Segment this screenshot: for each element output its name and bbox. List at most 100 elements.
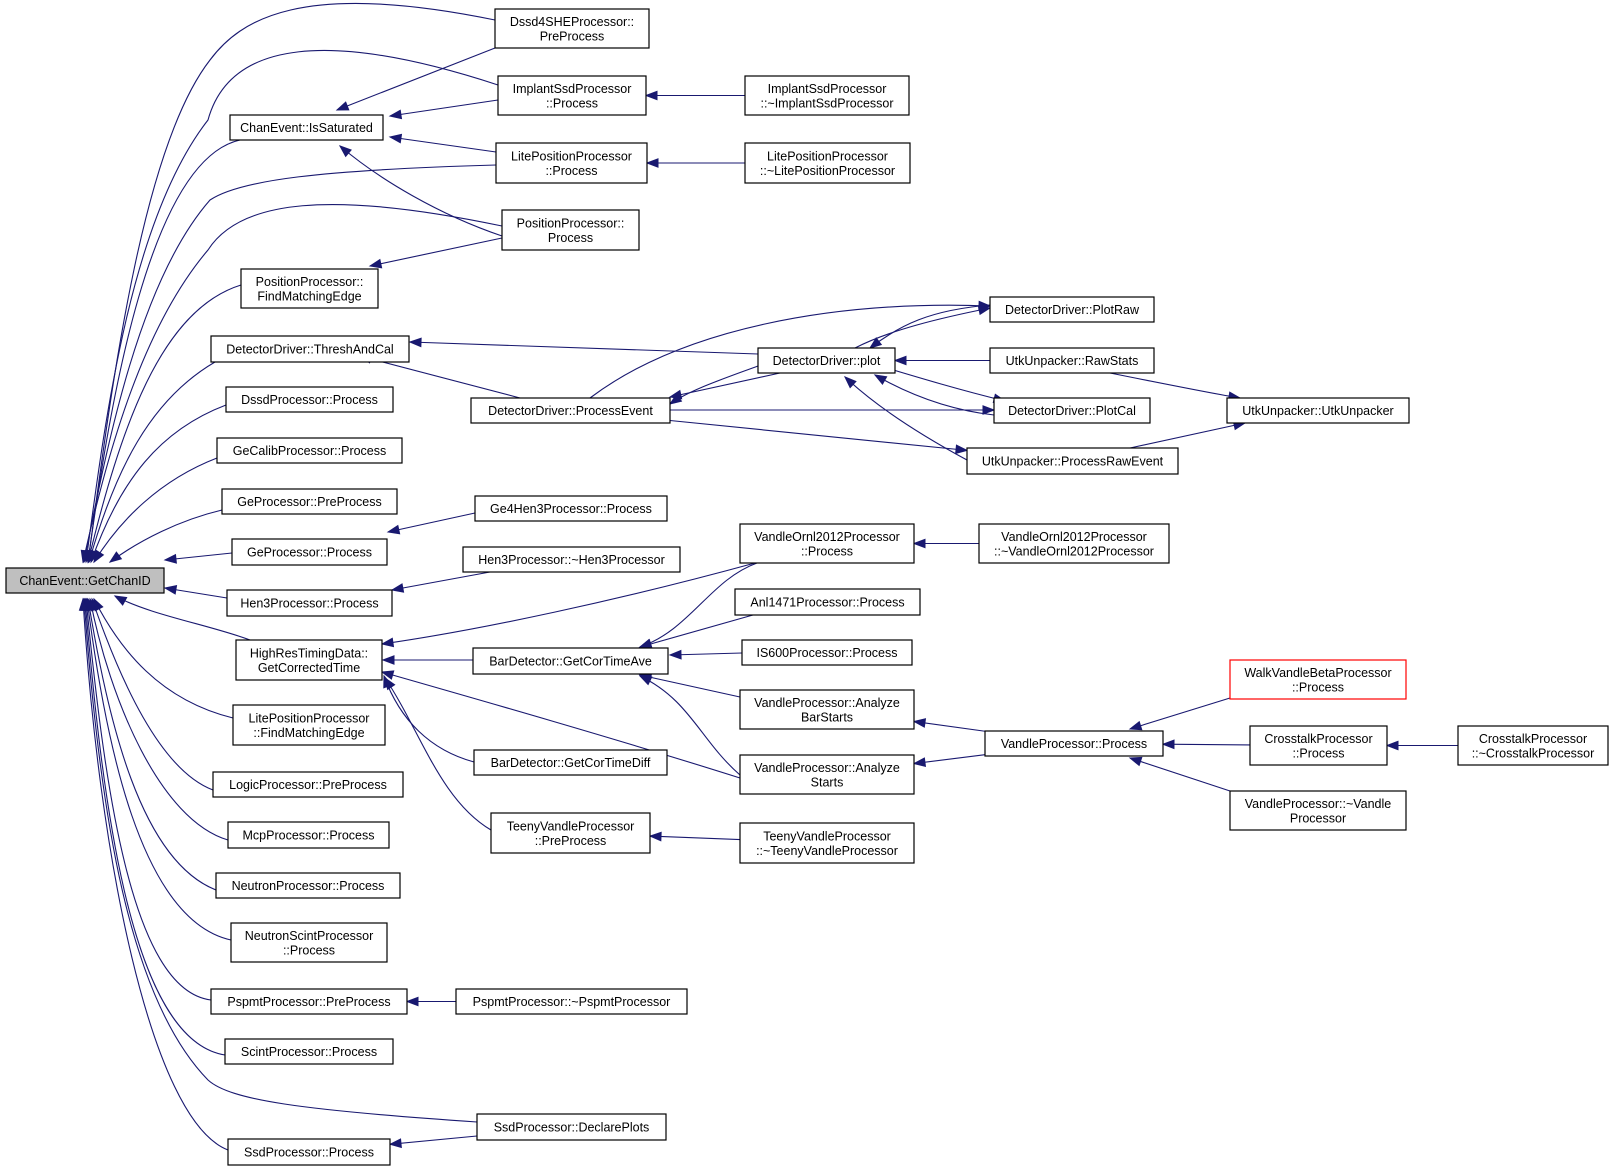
node-vornldtor[interactable]: VandleOrnl2012Processor::~VandleOrnl2012… — [978, 523, 1170, 564]
node-bargct[interactable]: BarDetector::GetCorTimeAve — [472, 647, 669, 675]
node-root[interactable]: ChanEvent::GetChanID — [5, 567, 165, 594]
node-scintproc[interactable]: ScintProcessor::Process — [224, 1038, 394, 1065]
node-walk[interactable]: WalkVandleBetaProcessor::Process — [1229, 659, 1407, 700]
node-logicpre-box — [212, 771, 404, 798]
edge-vas-to-bargct-arrowhead — [638, 675, 653, 686]
edge-posproc-to-issat — [339, 145, 503, 237]
node-issat[interactable]: ChanEvent::IsSaturated — [229, 114, 384, 141]
node-logicpre[interactable]: LogicProcessor::PreProcess — [212, 771, 404, 798]
node-utkraw[interactable]: UtkUnpacker::RawStats — [989, 347, 1155, 374]
node-gecalib[interactable]: GeCalibProcessor::Process — [216, 437, 403, 464]
node-vornldtor-box — [978, 523, 1170, 564]
edge-hrtd-to-root — [114, 595, 251, 641]
node-litedtor[interactable]: LitePositionProcessor::~LitePositionProc… — [744, 142, 911, 184]
edge-vas-to-bargct — [639, 675, 741, 776]
edge-ddplot-to-ddplotraw — [854, 307, 991, 349]
node-neutscint-box — [230, 922, 388, 963]
node-vdtor-label-0: VandleProcessor::~Vandle — [1245, 797, 1392, 811]
node-xtalkproc[interactable]: CrosstalkProcessor::Process — [1249, 725, 1388, 766]
node-posproc-label-1: Process — [548, 231, 593, 245]
node-dssdproc[interactable]: DssdProcessor::Process — [225, 386, 394, 413]
node-liteproc-label-1: ::Process — [545, 164, 597, 178]
node-vornldtor-label-0: VandleOrnl2012Processor — [1001, 530, 1147, 544]
node-neutproc[interactable]: NeutronProcessor::Process — [215, 872, 401, 899]
edge-implantproc-to-issat-arrowhead — [388, 109, 403, 120]
node-thresh[interactable]: DetectorDriver::ThreshAndCal — [210, 335, 410, 363]
edge-litedtor-to-liteproc-arrowhead — [645, 158, 659, 168]
node-scintproc-box — [224, 1038, 394, 1065]
edge-ddprocev-to-utkproc-arrowhead — [955, 444, 969, 455]
node-geproc[interactable]: GeProcessor::Process — [231, 538, 388, 566]
node-dssd4pre[interactable]: Dssd4SHEProcessor::PreProcess — [494, 8, 650, 49]
node-ssdproc[interactable]: SsdProcessor::Process — [227, 1138, 391, 1166]
node-logicpre-label-0: LogicProcessor::PreProcess — [229, 778, 387, 792]
node-ssdproc-label-0: SsdProcessor::Process — [244, 1146, 374, 1160]
node-pspmtdtor[interactable]: PspmtProcessor::~PspmtProcessor — [455, 988, 688, 1015]
edge-xtalkproc-to-vproc-arrowhead — [1161, 739, 1175, 750]
edge-logicpre-to-root — [91, 598, 214, 791]
edge-issat-to-root — [87, 139, 241, 563]
node-utkproc[interactable]: UtkUnpacker::ProcessRawEvent — [966, 447, 1179, 475]
node-vornlproc[interactable]: VandleOrnl2012Processor::Process — [739, 523, 915, 564]
node-ddprocev[interactable]: DetectorDriver::ProcessEvent — [470, 397, 671, 424]
edge-posproc-to-posfme-arrowhead — [368, 258, 383, 269]
node-gepre[interactable]: GeProcessor::PreProcess — [221, 488, 398, 515]
node-implantdtor[interactable]: ImplantSsdProcessor::~ImplantSsdProcesso… — [744, 75, 910, 116]
node-bargctd[interactable]: BarDetector::GetCorTimeDiff — [473, 749, 668, 776]
node-ddplotcal[interactable]: DetectorDriver::PlotCal — [993, 397, 1151, 424]
node-teenydtor[interactable]: TeenyVandleProcessor::~TeenyVandleProces… — [739, 822, 915, 864]
node-anl[interactable]: Anl1471Processor::Process — [734, 588, 921, 616]
node-ddplotraw[interactable]: DetectorDriver::PlotRaw — [989, 296, 1155, 323]
node-litedtor-box — [744, 142, 911, 184]
edge-ddplotraw-to-ddplot — [869, 304, 991, 349]
node-ssdproc-box — [227, 1138, 391, 1166]
node-litefme-label-1: ::FindMatchingEdge — [253, 726, 364, 740]
edge-utkproc-to-ddplot-arrowhead — [843, 376, 857, 389]
node-hen3proc[interactable]: Hen3Processor::Process — [226, 589, 393, 617]
node-teenydtor-label-1: ::~TeenyVandleProcessor — [756, 844, 898, 858]
node-utkproc-box — [966, 447, 1179, 475]
node-ge4hen3[interactable]: Ge4Hen3Processor::Process — [474, 495, 668, 522]
node-pspmtpre[interactable]: PspmtProcessor::PreProcess — [210, 988, 408, 1015]
node-issat-label-0: ChanEvent::IsSaturated — [240, 121, 373, 135]
node-vdtor-label-1: Processor — [1290, 811, 1346, 825]
node-gepre-label-0: GeProcessor::PreProcess — [237, 495, 382, 509]
node-liteproc[interactable]: LitePositionProcessor::Process — [495, 142, 648, 184]
node-neutscint[interactable]: NeutronScintProcessor::Process — [230, 922, 388, 963]
edge-dssd4pre-to-root — [87, 2, 496, 563]
node-xtalkdtor[interactable]: CrosstalkProcessor::~CrosstalkProcessor — [1457, 725, 1609, 766]
node-vabs-box — [739, 689, 915, 730]
node-posproc-label-0: PositionProcessor:: — [517, 216, 625, 230]
edge-scintproc-to-root — [84, 598, 226, 1056]
node-vproc[interactable]: VandleProcessor::Process — [984, 730, 1164, 757]
node-ddplot[interactable]: DetectorDriver::plot — [757, 347, 896, 374]
node-is600[interactable]: IS600Processor::Process — [741, 639, 913, 666]
node-teenypre[interactable]: TeenyVandleProcessor::PreProcess — [490, 812, 651, 854]
node-hen3dtor[interactable]: Hen3Processor::~Hen3Processor — [462, 546, 681, 573]
node-scintproc-label-0: ScintProcessor::Process — [241, 1045, 377, 1059]
node-posproc[interactable]: PositionProcessor::Process — [501, 209, 640, 251]
node-ddplotraw-box — [989, 296, 1155, 323]
edge-dssdproc-to-root — [90, 404, 227, 563]
node-xtalkproc-label-0: CrosstalkProcessor — [1264, 732, 1372, 746]
edge-liteproc-to-root — [83, 164, 497, 563]
node-utkctor[interactable]: UtkUnpacker::UtkUnpacker — [1226, 397, 1410, 424]
node-hrtd[interactable]: HighResTimingData::GetCorrectedTime — [235, 639, 383, 681]
node-bargctd-label-0: BarDetector::GetCorTimeDiff — [491, 756, 651, 770]
node-implantproc[interactable]: ImplantSsdProcessor::Process — [497, 75, 647, 116]
edge-gecalib-to-root — [93, 457, 218, 563]
node-teenypre-label-0: TeenyVandleProcessor — [507, 819, 635, 833]
node-anl-box — [734, 588, 921, 616]
node-ge4hen3-label-0: Ge4Hen3Processor::Process — [490, 502, 652, 516]
node-vproc-label-0: VandleProcessor::Process — [1001, 737, 1147, 751]
edge-vornlproc-to-bargct — [639, 562, 758, 648]
node-gecalib-label-0: GeCalibProcessor::Process — [233, 444, 387, 458]
node-mcpproc[interactable]: McpProcessor::Process — [227, 821, 390, 849]
edge-vproc-to-vabs — [913, 720, 986, 732]
node-vdtor[interactable]: VandleProcessor::~VandleProcessor — [1229, 790, 1407, 831]
node-litefme[interactable]: LitePositionProcessor::FindMatchingEdge — [232, 704, 386, 746]
node-ssddecl[interactable]: SsdProcessor::DeclarePlots — [476, 1113, 667, 1141]
node-posfme[interactable]: PositionProcessor::FindMatchingEdge — [240, 268, 379, 309]
